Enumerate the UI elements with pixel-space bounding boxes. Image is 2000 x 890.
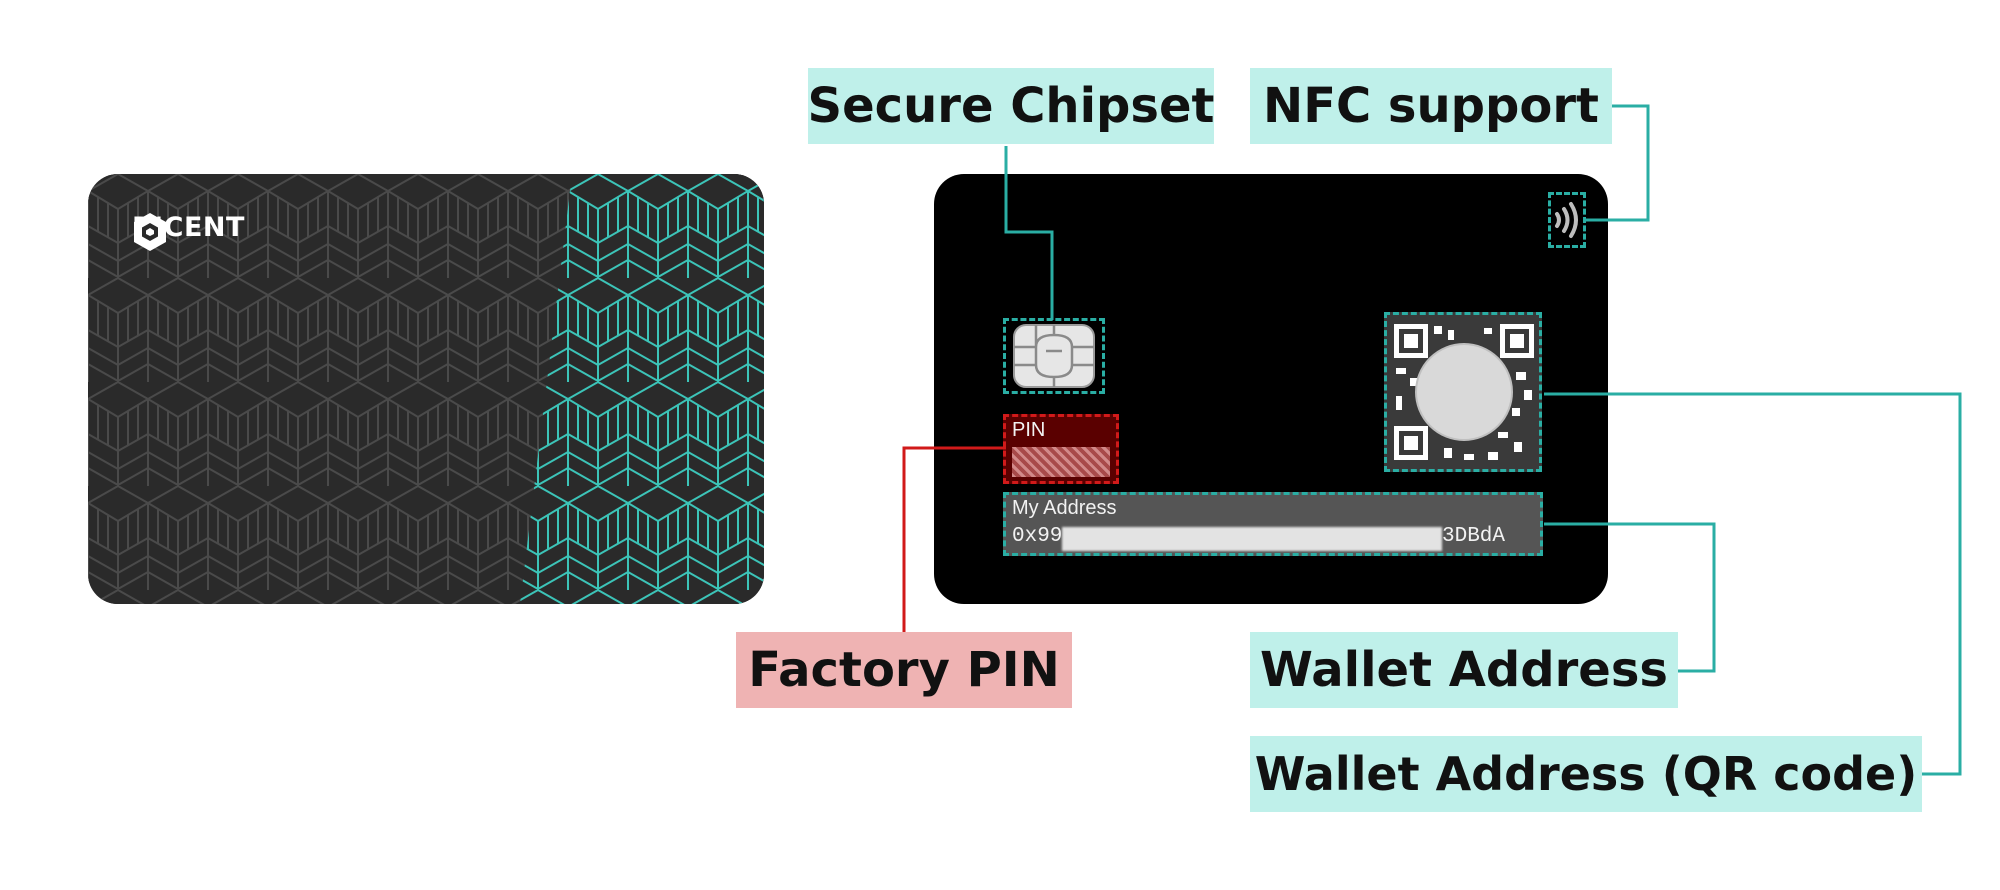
address-prefix: 0x99 xyxy=(1012,525,1063,548)
callout-wallet-address-qr: Wallet Address (QR code) xyxy=(1250,736,1922,812)
brand-logo: D'CENT xyxy=(132,212,245,251)
dcent-hexagon-logo-icon xyxy=(134,213,166,251)
back-card: PIN My Address 0x99 3DBdA xyxy=(934,174,1608,604)
address-blurred xyxy=(1062,527,1442,551)
pin-area: PIN xyxy=(1003,414,1119,484)
address-suffix: 3DBdA xyxy=(1442,525,1506,548)
connector-secure-chipset xyxy=(1004,146,1054,320)
callout-factory-pin: Factory PIN xyxy=(736,632,1072,708)
qr-code-area xyxy=(1384,312,1542,472)
callout-wallet-address: Wallet Address xyxy=(1250,632,1678,708)
connector-wallet-address-qr xyxy=(1544,392,1962,776)
secure-chip-area xyxy=(1003,318,1105,394)
nfc-area xyxy=(1548,192,1586,248)
pin-scratch-field xyxy=(1012,447,1110,477)
address-label: My Address xyxy=(1012,497,1117,519)
wallet-address-area: My Address 0x99 3DBdA xyxy=(1003,492,1543,556)
smart-chip-icon xyxy=(1013,324,1095,388)
front-card: D'CENT xyxy=(88,174,764,604)
connector-nfc xyxy=(1586,104,1650,222)
connector-factory-pin xyxy=(902,446,1006,632)
callout-nfc-support: NFC support xyxy=(1250,68,1612,144)
front-card-pattern xyxy=(88,174,764,604)
nfc-contactless-icon xyxy=(1555,202,1578,238)
qr-code-icon xyxy=(1394,324,1534,460)
callout-secure-chipset: Secure Chipset xyxy=(808,68,1214,144)
pin-label: PIN xyxy=(1012,419,1046,441)
connector-wallet-address xyxy=(1544,522,1716,673)
